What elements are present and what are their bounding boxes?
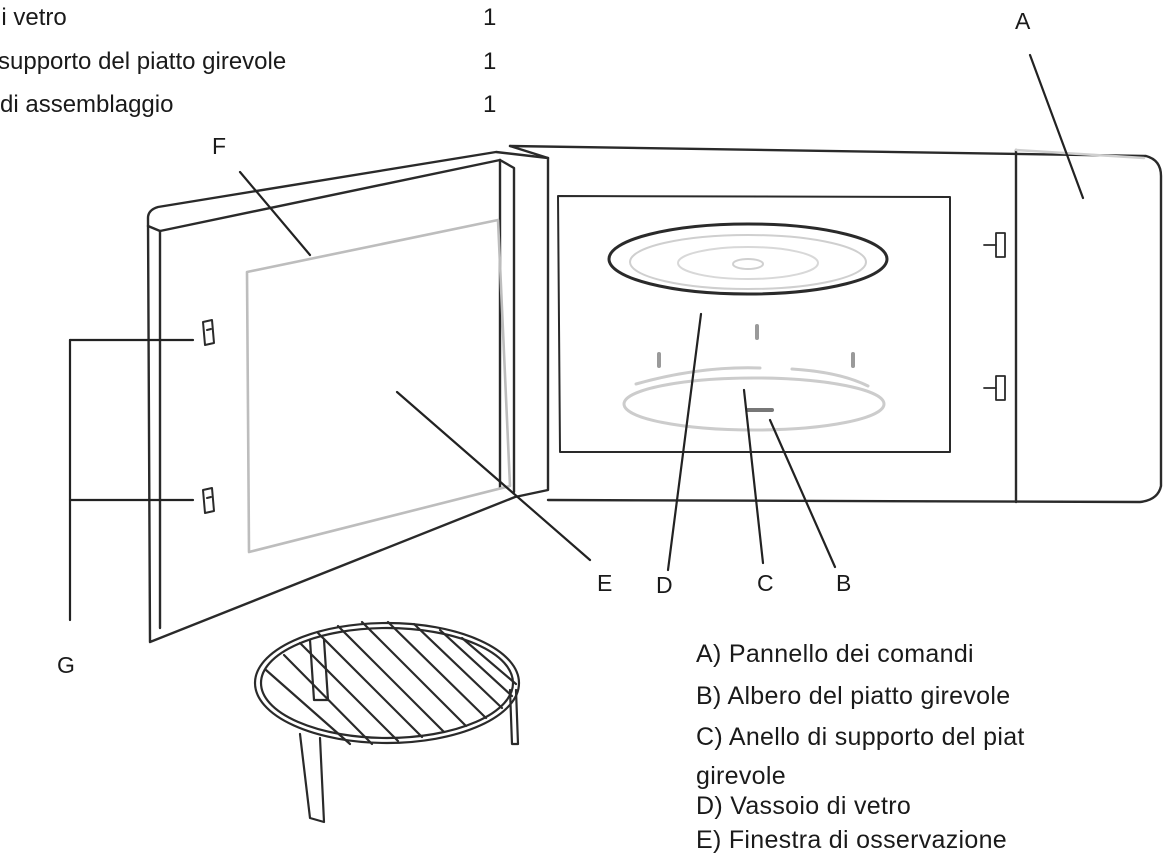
part-name: di vetro bbox=[0, 4, 67, 31]
parts-row-1: di vetro bbox=[0, 6, 67, 30]
glass-tray bbox=[607, 222, 889, 296]
part-name: supporto del piatto girevole bbox=[0, 48, 287, 75]
label-b: B bbox=[836, 570, 852, 596]
legend-e: E) Finestra di osservazione bbox=[696, 826, 1008, 854]
turntable-shaft bbox=[657, 324, 855, 412]
part-qty-3: 1 bbox=[483, 91, 497, 118]
legend-d: D) Vassoio di vetro bbox=[696, 792, 912, 820]
label-e: E bbox=[597, 570, 613, 596]
part-qty-2: 1 bbox=[483, 48, 497, 75]
oven-cavity bbox=[557, 195, 951, 453]
door bbox=[146, 150, 550, 644]
legend-a: A) Pannello dei comandi bbox=[696, 640, 974, 668]
latch-slot-icon bbox=[983, 232, 1006, 401]
legend-c: C) Anello di supporto del piat bbox=[696, 723, 1025, 751]
label-d: D bbox=[656, 572, 673, 598]
parts-row-2: supporto del piatto girevole bbox=[0, 50, 286, 74]
label-c: C bbox=[757, 570, 774, 596]
label-f: F bbox=[212, 133, 227, 159]
parts-row-3: i di assemblaggio bbox=[0, 93, 173, 117]
part-qty-1: 1 bbox=[483, 4, 497, 31]
door-hinge-icon bbox=[202, 319, 215, 514]
leader-lines bbox=[68, 53, 1085, 622]
roller-ring bbox=[622, 366, 886, 432]
label-g: G bbox=[57, 652, 75, 678]
legend-c-continued: girevole bbox=[696, 762, 786, 790]
legend-b: B) Albero del piatto girevole bbox=[696, 682, 1011, 710]
oven-body bbox=[508, 144, 1163, 504]
label-a: A bbox=[1015, 8, 1031, 34]
grill-rack bbox=[253, 620, 521, 824]
observation-window bbox=[245, 218, 512, 554]
part-name: i di assemblaggio bbox=[0, 91, 174, 118]
